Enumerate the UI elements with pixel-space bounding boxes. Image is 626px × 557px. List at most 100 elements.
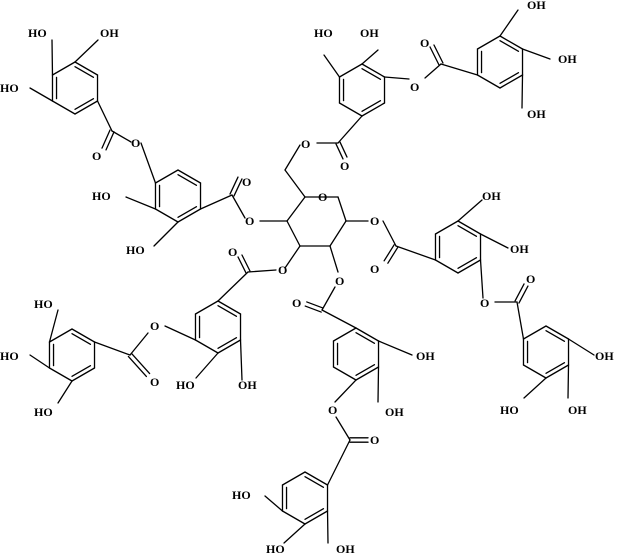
- ring-f-aromatic-bond: [545, 362, 566, 374]
- ester-bond: [111, 130, 132, 143]
- oh-bond: [521, 74, 524, 109]
- hydroxyl-group: HO: [176, 378, 195, 392]
- hydroxyl-group: HO: [28, 26, 47, 40]
- ring-d-aromatic-bond: [74, 98, 95, 110]
- hydroxyl-group: HO: [126, 243, 145, 257]
- carbonyl-oxygen: O: [150, 375, 159, 389]
- ring-a-bond: [361, 63, 386, 78]
- ring-b-bond: [476, 74, 501, 89]
- ring-f-bond: [545, 364, 570, 379]
- ring-c-bond: [177, 169, 202, 184]
- hydroxyl-group: OH: [510, 242, 529, 256]
- glucose-ring-bond: [329, 220, 347, 247]
- ring-c-bond: [154, 169, 179, 184]
- ester-oxygen: O: [245, 214, 254, 228]
- ester-bond: [129, 332, 149, 356]
- bonds: [29, 9, 595, 544]
- carbonyl-bond: [383, 244, 395, 262]
- oh-bond: [377, 366, 380, 403]
- oh-bond: [264, 495, 284, 512]
- ring-g-link: [217, 271, 249, 302]
- ring-b-bond: [499, 74, 524, 89]
- ring-e-bond: [457, 220, 482, 235]
- o-bond: [284, 245, 301, 269]
- ring-b-aromatic-bond: [499, 72, 520, 84]
- hydroxyl-group: OH: [568, 403, 587, 417]
- ring-j-aromatic-bond: [304, 508, 325, 520]
- oh-bond: [479, 233, 509, 249]
- o-bond: [334, 379, 357, 403]
- o-bond: [329, 245, 339, 273]
- o-bond: [383, 76, 410, 80]
- oh-bond: [29, 354, 51, 369]
- oh-bond: [48, 309, 59, 343]
- hydroxyl-group: OH: [360, 26, 379, 40]
- oh-bond: [521, 48, 551, 60]
- carbonyl-bond: [127, 355, 148, 378]
- carbonyl-oxygen: O: [340, 159, 349, 173]
- hydroxyl-group: HO: [500, 403, 519, 417]
- ring-f-bond: [522, 364, 547, 379]
- carbonyl-oxygen: O: [370, 433, 379, 447]
- ring-h-bond: [71, 367, 96, 382]
- ring-d-bond: [74, 61, 99, 76]
- ring-c-bond: [154, 208, 179, 223]
- oh-bond: [361, 49, 379, 65]
- carbonyl-bond: [335, 143, 344, 160]
- ring-g-aromatic-bond: [217, 305, 238, 317]
- oh-bond: [523, 377, 547, 399]
- carbonyl-oxygen: O: [92, 149, 101, 163]
- ring-h-aromatic-bond: [71, 365, 92, 377]
- ring-i-bond: [332, 327, 357, 342]
- glucose-ring-bond: [286, 220, 301, 247]
- hydroxyl-group: OH: [558, 52, 577, 66]
- oh-bond: [153, 221, 179, 247]
- ester-bond: [231, 194, 246, 219]
- ring-i-bond: [355, 366, 380, 381]
- oh-bond: [29, 87, 54, 102]
- oh-bond: [195, 352, 219, 379]
- ring-j-link: [326, 439, 351, 486]
- ester-bond: [335, 416, 351, 441]
- ring-i-bond: [355, 327, 380, 342]
- hydroxyl-group: OH: [336, 542, 355, 556]
- hydroxyl-group: OH: [385, 405, 404, 419]
- oh-bond: [323, 54, 341, 78]
- hydroxyl-group: OH: [416, 349, 435, 363]
- ring-d-bond: [74, 100, 99, 115]
- ring-j-bond: [281, 471, 306, 486]
- oh-bond: [377, 340, 413, 356]
- ester-bond: [382, 220, 397, 247]
- ester-oxygen: O: [328, 403, 337, 417]
- ester-bond: [424, 63, 442, 79]
- ring-e-link: [395, 245, 437, 261]
- oh-bond: [499, 9, 519, 37]
- ring-c-aromatic-bond: [177, 174, 198, 186]
- ring-i-aromatic-bond: [355, 364, 376, 376]
- ring-g-bond: [217, 339, 242, 354]
- ring-h-aromatic-bond: [71, 333, 92, 345]
- ring-b-bond: [476, 35, 501, 50]
- carbonyl-bond: [241, 254, 251, 272]
- hydroxyl-group: OH: [595, 349, 614, 363]
- carbonyl-bond: [229, 176, 239, 195]
- ring-c-link: [199, 194, 233, 210]
- ring-f-bond: [545, 325, 570, 340]
- ring-i-bond: [332, 366, 357, 381]
- ring-h-bond: [48, 328, 73, 343]
- o-bond: [164, 325, 197, 341]
- carbonyl-bond: [306, 301, 324, 309]
- hydroxyl-group: HO: [314, 26, 333, 40]
- oh-bond: [125, 196, 157, 210]
- ring-g-bond: [194, 339, 219, 354]
- ester-bond: [321, 286, 336, 311]
- oh-bond: [239, 339, 243, 381]
- hydroxyl-group: HO: [266, 542, 285, 556]
- ring-i-link: [321, 309, 357, 329]
- carbonyl-bond: [105, 131, 115, 151]
- ring-j-bond: [304, 471, 329, 486]
- hydroxyl-group: OH: [238, 378, 257, 392]
- ester-oxygen: O: [370, 214, 379, 228]
- hydroxyl-group: OH: [100, 26, 119, 40]
